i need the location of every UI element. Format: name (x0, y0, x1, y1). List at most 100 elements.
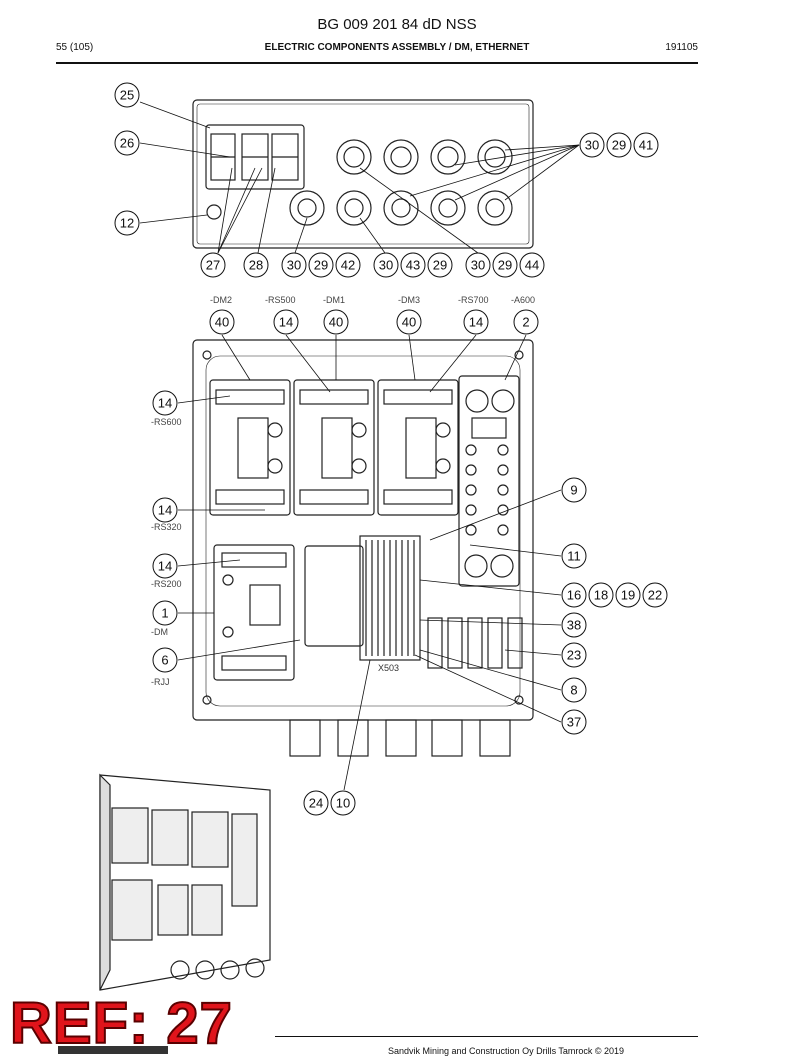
callout-bubble: 2 (513, 309, 539, 335)
callout-bubble: 38 (561, 612, 587, 638)
svg-text:14: 14 (158, 503, 172, 518)
svg-text:25: 25 (120, 88, 134, 103)
svg-text:18: 18 (594, 588, 608, 603)
tag-rs500: -RS500 (265, 295, 296, 305)
svg-text:29: 29 (498, 258, 512, 273)
page-number: 55 (105) (56, 42, 94, 53)
callout-bubble: 12 (114, 210, 140, 236)
terminal-label-x503: X503 (378, 663, 399, 673)
callout-bubble: 14 (152, 390, 178, 416)
callout-bubble: 1 (152, 600, 178, 626)
svg-text:24: 24 (309, 796, 323, 811)
callout-bubble: 30 (465, 252, 491, 278)
callout-bubble: 28 (243, 252, 269, 278)
callout-bubble: 40 (396, 309, 422, 335)
company-logo (58, 1046, 168, 1054)
svg-text:22: 22 (648, 588, 662, 603)
enclosure-front-view (192, 339, 534, 757)
tag-rju: -RJJ (151, 677, 170, 687)
svg-text:44: 44 (525, 258, 539, 273)
callout-bubble: 14 (152, 553, 178, 579)
callout-bubble: 27 (200, 252, 226, 278)
svg-text:14: 14 (158, 396, 172, 411)
tag-rs700: -RS700 (458, 295, 489, 305)
tag-a600: -A600 (511, 295, 535, 305)
callout-bubble: 11 (561, 543, 587, 569)
front-leader-lines (177, 334, 562, 791)
callout-bubble: 29 (606, 132, 632, 158)
svg-text:30: 30 (287, 258, 301, 273)
callout-bubble: 25 (114, 82, 140, 108)
svg-text:37: 37 (567, 715, 581, 730)
callouts-bottom: 40 14 40 40 14 2 14 9 14 11 14 16 18 19 … (152, 309, 668, 816)
footer-rule (275, 1036, 698, 1037)
callout-bubble: 41 (633, 132, 659, 158)
tag-rs200: -RS200 (151, 579, 182, 589)
svg-text:30: 30 (585, 138, 599, 153)
tag-dm1: -DM1 (323, 295, 345, 305)
svg-text:8: 8 (570, 683, 577, 698)
svg-text:40: 40 (402, 315, 416, 330)
svg-text:6: 6 (161, 653, 168, 668)
callout-bubble: 10 (330, 790, 356, 816)
document-date: 191105 (665, 42, 698, 53)
svg-text:43: 43 (406, 258, 420, 273)
reference-stamp: REF: 27 (9, 990, 233, 1057)
callout-bubble: 16 (561, 582, 587, 608)
callout-bubble: 23 (561, 642, 587, 668)
svg-text:29: 29 (314, 258, 328, 273)
callout-bubble: 8 (561, 677, 587, 703)
isometric-reference-view (99, 773, 271, 991)
svg-text:40: 40 (215, 315, 229, 330)
callout-bubble: 29 (308, 252, 334, 278)
svg-text:14: 14 (279, 315, 293, 330)
svg-text:29: 29 (612, 138, 626, 153)
header-rule (56, 62, 698, 64)
callout-bubble: 30 (579, 132, 605, 158)
svg-text:30: 30 (471, 258, 485, 273)
callout-bubble: 29 (492, 252, 518, 278)
tag-dm2: -DM2 (210, 295, 232, 305)
document-code: BG 009 201 84 dD NSS (317, 16, 477, 33)
svg-text:29: 29 (433, 258, 447, 273)
svg-text:19: 19 (621, 588, 635, 603)
svg-text:16: 16 (567, 588, 581, 603)
page-title: ELECTRIC COMPONENTS ASSEMBLY / DM, ETHER… (264, 42, 530, 53)
callout-bubble: 24 (303, 790, 329, 816)
svg-text:38: 38 (567, 618, 581, 633)
svg-text:41: 41 (639, 138, 653, 153)
svg-text:40: 40 (329, 315, 343, 330)
callout-bubble: 14 (273, 309, 299, 335)
callout-bubble: 37 (561, 709, 587, 735)
svg-text:1: 1 (161, 606, 168, 621)
component-tags: -DM2 -RS500 -DM1 -DM3 -RS700 -A600 -RS60… (151, 295, 535, 687)
svg-text:30: 30 (379, 258, 393, 273)
svg-text:42: 42 (341, 258, 355, 273)
callout-bubble: 44 (519, 252, 545, 278)
tag-dm: -DM (151, 627, 168, 637)
tag-rs320: -RS320 (151, 522, 182, 532)
callout-bubble: 9 (561, 477, 587, 503)
svg-text:11: 11 (567, 549, 581, 564)
svg-text:28: 28 (249, 258, 263, 273)
svg-text:26: 26 (120, 136, 134, 151)
callouts-top: 25 26 12 27 28 30 29 42 30 43 29 30 29 4… (114, 82, 659, 278)
callout-bubble: 40 (209, 309, 235, 335)
enclosure-top-view (192, 99, 534, 249)
svg-text:14: 14 (469, 315, 483, 330)
callout-bubble: 26 (114, 130, 140, 156)
top-leader-lines (139, 101, 580, 254)
tag-dm3: -DM3 (398, 295, 420, 305)
callout-bubble: 43 (400, 252, 426, 278)
svg-text:10: 10 (336, 796, 350, 811)
callout-bubble: 42 (335, 252, 361, 278)
callout-bubble: 6 (152, 647, 178, 673)
callout-bubble: 14 (463, 309, 489, 335)
footer-copyright: Sandvik Mining and Construction Oy Drill… (388, 1046, 625, 1056)
callout-bubble: 30 (281, 252, 307, 278)
tag-rs600: -RS600 (151, 417, 182, 427)
callout-bubble: 29 (427, 252, 453, 278)
callout-bubble: 40 (323, 309, 349, 335)
callout-bubble: 19 (615, 582, 641, 608)
